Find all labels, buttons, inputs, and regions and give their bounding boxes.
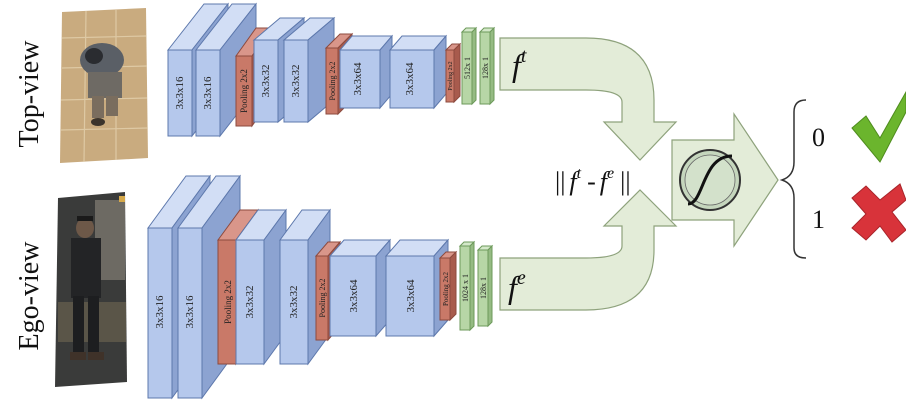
ego-layer-label: 1024 x 1: [461, 274, 470, 302]
top-pool-layer-3: Pooling 2x2: [444, 42, 462, 104]
ego-feature-arrow: [499, 189, 678, 311]
ego-conv-layer-5: 3x3x64: [328, 238, 392, 338]
cross-icon: [851, 183, 906, 243]
top-layer-label: 3x3x16: [174, 76, 186, 110]
top-layer-label: 3x3x32: [290, 65, 302, 98]
ego-layer-label: 3x3x16: [184, 295, 196, 329]
checkmark-icon: [851, 90, 906, 163]
ego-fc-layer-1: 1024 x 1: [458, 240, 476, 332]
ego-layer-label: Pooling 2x2: [223, 280, 233, 324]
top-layer-label: 3x3x64: [404, 62, 416, 96]
top-layer-label: 3x3x64: [352, 62, 364, 96]
top-conv-layer-4: 3x3x32: [282, 16, 336, 124]
top-layer-label: 3x3x32: [260, 65, 272, 98]
top-view-image: [58, 8, 150, 163]
ego-layer-label: Pooling 2x2: [318, 279, 327, 318]
top-layer-label: 128x 1: [481, 57, 490, 79]
ego-layer-label: 3x3x64: [348, 279, 360, 313]
top-layer-label: Pooling 2x2: [239, 69, 249, 113]
ego-view-image: [55, 192, 127, 387]
top-conv-layer-6: 3x3x64: [388, 34, 448, 110]
ego-layer-label: 3x3x32: [288, 286, 300, 319]
ego-fc-layer-2: 128x 1: [476, 244, 494, 328]
ego-conv-layer-6: 3x3x64: [384, 238, 450, 338]
ego-layer-label: 128x 1: [479, 277, 488, 299]
top-feature-arrow: [499, 37, 678, 161]
top-conv-layer-5: 3x3x64: [338, 34, 394, 110]
top-fc-layer-2: 128x 1: [478, 26, 496, 106]
output-brace: [779, 99, 807, 259]
top-branch: 3x3x16 3x3x16 Pooling 2x2 3x3x32: [166, 2, 496, 138]
distance-formula: ||ft-fe||: [555, 165, 631, 196]
ego-layer-label: Pooling 2x2: [442, 271, 450, 306]
ego-layer-label: 3x3x16: [154, 295, 166, 329]
output-value-different: 1: [812, 205, 825, 234]
output-value-same: 0: [812, 123, 825, 152]
ego-layer-label: 3x3x64: [405, 279, 417, 313]
top-fc-layer-1: 512x 1: [460, 26, 478, 106]
ego-branch: 3x3x16 3x3x16 Pooling 2x2 3x3x32: [147, 174, 494, 400]
ego-pool-layer-3: Pooling 2x2: [438, 250, 458, 322]
ego-layer-label: 3x3x32: [244, 286, 256, 319]
top-layer-label: Pooling 2x2: [328, 62, 337, 101]
top-layer-label: Pooling 2x2: [448, 61, 454, 90]
top-layer-label: 512x 1: [463, 57, 472, 79]
sigmoid-icon: [679, 149, 741, 211]
top-layer-label: 3x3x16: [202, 76, 214, 110]
ego-conv-layer-3: 3x3x32: [235, 208, 287, 366]
